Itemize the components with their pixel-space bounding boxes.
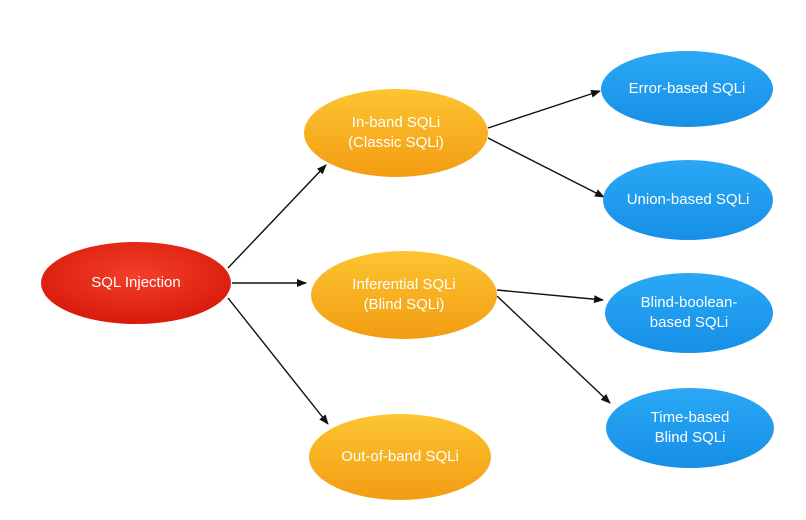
- arrow-inferential-timebased: [496, 295, 611, 404]
- node-union-ellipse: [603, 160, 773, 240]
- arrow-root-outofband: [227, 297, 329, 425]
- arrow-inband-union: [487, 137, 605, 198]
- node-inband-label: (Classic SQLi): [348, 134, 444, 151]
- node-inband: In-band SQLi (Classic SQLi): [304, 89, 488, 177]
- node-inband-label: In-band SQLi: [352, 114, 440, 131]
- node-blindbool-label: Blind-boolean-: [641, 294, 738, 311]
- node-error-label: Error-based SQLi: [629, 80, 746, 97]
- node-outofband: Out-of-band SQLi: [309, 414, 491, 500]
- arrow-root-inband: [227, 164, 327, 269]
- node-union-label: Union-based SQLi: [627, 191, 750, 208]
- node-inferential-label: (Blind SQLi): [364, 296, 445, 313]
- node-outofband-label: Out-of-band SQLi: [341, 448, 459, 465]
- node-inferential-ellipse: [311, 251, 497, 339]
- node-inband-ellipse: [304, 89, 488, 177]
- arrow-inferential-blindbool: [496, 289, 604, 304]
- node-timebased-label: Blind SQLi: [655, 429, 726, 446]
- node-error: Error-based SQLi: [601, 51, 773, 127]
- node-timebased-label: Time-based: [651, 409, 730, 426]
- node-error-ellipse: [601, 51, 773, 127]
- node-timebased-ellipse: [606, 388, 774, 468]
- node-root: SQL Injection: [41, 242, 231, 324]
- node-inferential-label: Inferential SQLi: [352, 276, 455, 293]
- node-blindbool: Blind-boolean-based SQLi: [605, 273, 773, 353]
- edges: [227, 90, 611, 425]
- node-inferential: Inferential SQLi (Blind SQLi): [311, 251, 497, 339]
- node-blindbool-ellipse: [605, 273, 773, 353]
- node-union: Union-based SQLi: [603, 160, 773, 240]
- arrow-inband-error: [487, 90, 601, 129]
- node-blindbool-label: based SQLi: [650, 314, 728, 331]
- node-root-ellipse: [41, 242, 231, 324]
- node-outofband-ellipse: [309, 414, 491, 500]
- node-root-label: SQL Injection: [91, 274, 181, 291]
